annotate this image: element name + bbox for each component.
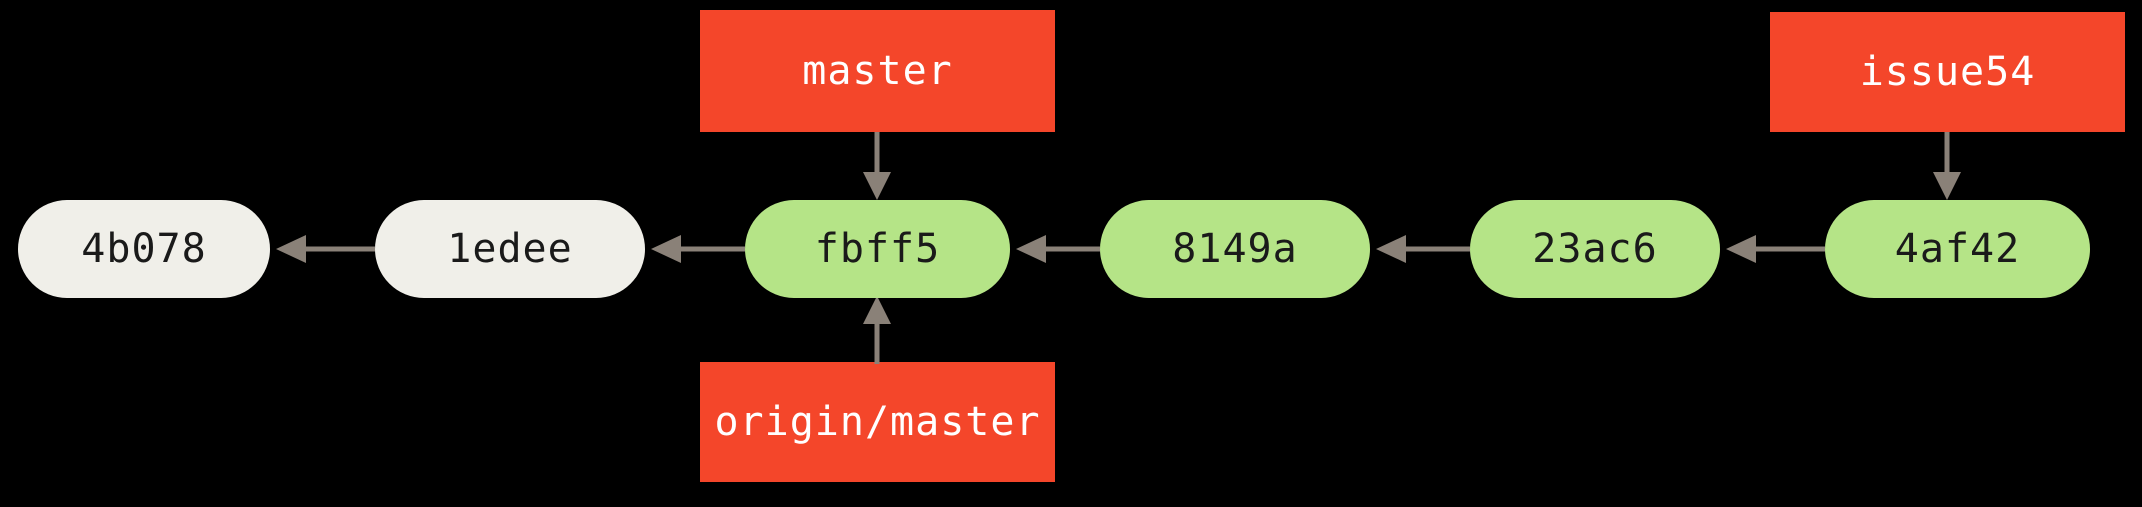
arrow-master-to-fbff5 [854,132,900,202]
arrow-1edee-to-4b078 [270,226,375,272]
commit-label-1edee: 1edee [447,226,573,272]
commit-label-4b078: 4b078 [81,226,207,272]
commit-node-1edee[interactable]: 1edee [375,200,645,298]
commit-node-fbff5[interactable]: fbff5 [745,200,1010,298]
branch-box-master[interactable]: master [700,10,1055,132]
branch-box-origin-master[interactable]: origin/master [700,362,1055,482]
commit-node-4af42[interactable]: 4af42 [1825,200,2090,298]
arrow-origin-master-to-fbff5 [854,294,900,364]
commit-label-8149a: 8149a [1172,226,1298,272]
branch-label-master: master [802,48,953,94]
arrow-4af42-to-23ac6 [1720,226,1825,272]
commit-label-23ac6: 23ac6 [1532,226,1658,272]
commit-node-8149a[interactable]: 8149a [1100,200,1370,298]
branch-label-issue54: issue54 [1859,49,2036,95]
arrow-8149a-to-fbff5 [1010,226,1100,272]
arrow-issue54-to-4af42 [1924,132,1970,202]
commit-node-4b078[interactable]: 4b078 [18,200,270,298]
branch-box-issue54[interactable]: issue54 [1770,12,2125,132]
commit-label-fbff5: fbff5 [814,226,941,272]
arrow-23ac6-to-8149a [1370,226,1470,272]
arrow-fbff5-to-1edee [645,226,745,272]
commit-node-23ac6[interactable]: 23ac6 [1470,200,1720,298]
branch-label-origin-master: origin/master [714,399,1041,445]
commit-label-4af42: 4af42 [1894,226,2021,272]
